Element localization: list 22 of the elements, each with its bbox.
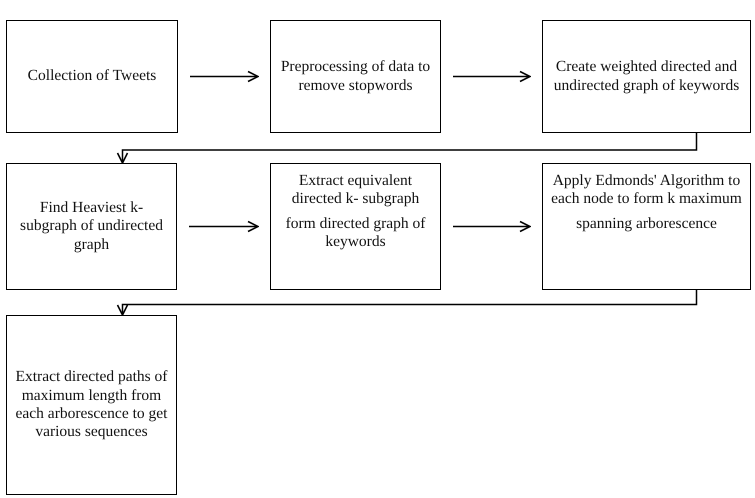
process-box (6, 20, 178, 133)
arrow (189, 220, 259, 232)
arrow (453, 70, 531, 82)
box-text: Create weighted directed and undirected graph of keywords (552, 58, 740, 95)
box-text: Collection of Tweets (28, 67, 156, 86)
process-box (542, 163, 751, 290)
box-text: Extract directed paths of maximum length from each arborescence to get various sequences (14, 368, 168, 442)
arrow (453, 220, 531, 232)
arrow (116, 133, 698, 164)
box-text: spanning arborescence (576, 214, 717, 233)
box-text: Extract equivalent directed k- subgraph (290, 172, 420, 209)
process-box (6, 163, 177, 290)
box-text: Apply Edmonds' Algorithm to each node to form k maximum (550, 172, 743, 209)
arrow (116, 290, 698, 316)
process-box (270, 163, 441, 290)
process-box (6, 315, 177, 495)
box-text: form directed graph of keywords (284, 214, 426, 252)
box-text: Preprocessing of data to remove stopwords (280, 58, 432, 95)
arrow (190, 70, 259, 82)
process-box (542, 20, 751, 133)
box-text: Find Heaviest k-subgraph of undirected graph (19, 199, 164, 254)
process-box (270, 20, 441, 133)
